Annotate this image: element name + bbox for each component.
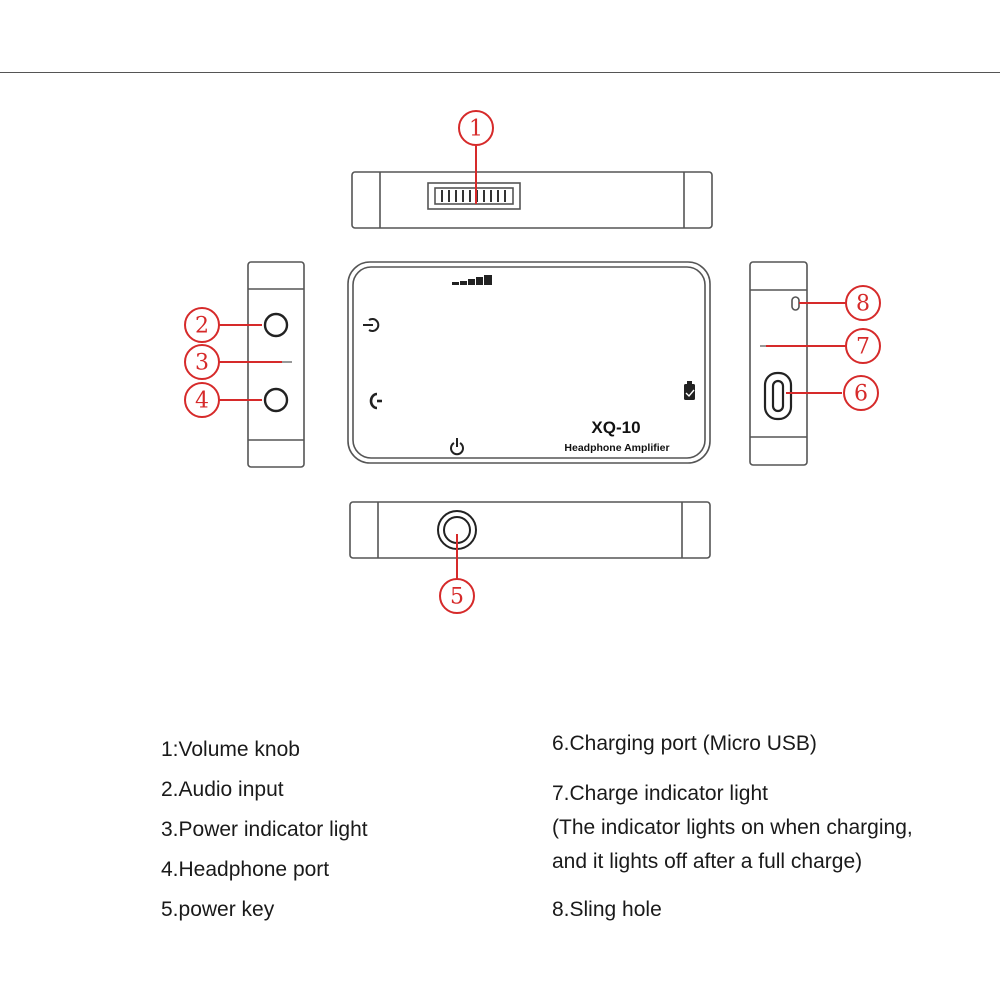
callout-3: 3 [184,344,220,380]
legend-item-4: 4.Headphone port [161,858,330,881]
legend-item-3: 3.Power indicator light [161,818,368,841]
device-diagram: XQ-10 Headphone Amplifier 1 2 3 4 5 6 7 [184,110,881,614]
callout-7-number: 7 [856,335,870,360]
battery-icon [684,381,695,400]
legend-item-7: 7.Charge indicator light [552,782,768,805]
legend-item-7-note-2: and it lights off after a full charge) [552,850,863,873]
legend-item-1: 1:Volume knob [161,738,300,761]
callout-2: 2 [184,307,220,343]
bottom-view [349,501,711,559]
headphone-port [263,387,289,413]
front-view [347,261,711,464]
power-icon [450,438,464,456]
top-view [351,171,713,229]
callout-7: 7 [845,328,881,364]
callout-2-number: 2 [195,314,209,339]
callout-4-number: 4 [195,389,209,414]
charging-port [763,371,793,421]
callout-6-number: 6 [854,382,868,407]
headphone-icon [369,392,382,410]
model-label: XQ-10 [591,418,640,437]
legend-item-7-note-1: (The indicator lights on when charging, [552,816,913,839]
legend-item-2: 2.Audio input [161,778,284,801]
left-side-view [247,261,305,468]
legend-item-8: 8.Sling hole [552,898,662,921]
callout-5: 5 [439,578,475,614]
subtitle-label: Headphone Amplifier [564,442,669,454]
legend-item-6: 6.Charging port (Micro USB) [552,732,817,755]
signal-bars-icon [452,275,492,285]
volume-knob [427,182,521,210]
callout-1-number: 1 [469,117,483,142]
right-side-view [749,261,808,466]
callout-8-number: 8 [856,292,870,317]
callout-4: 4 [184,382,220,418]
callout-1: 1 [458,110,494,146]
callout-6: 6 [843,375,879,411]
callout-5-number: 5 [450,585,464,610]
audio-input-icon [363,318,380,332]
callout-3-number: 3 [195,351,209,376]
legend-item-5: 5.power key [161,898,275,921]
top-divider [0,72,1000,73]
callout-8: 8 [845,285,881,321]
audio-input-port [263,312,289,338]
